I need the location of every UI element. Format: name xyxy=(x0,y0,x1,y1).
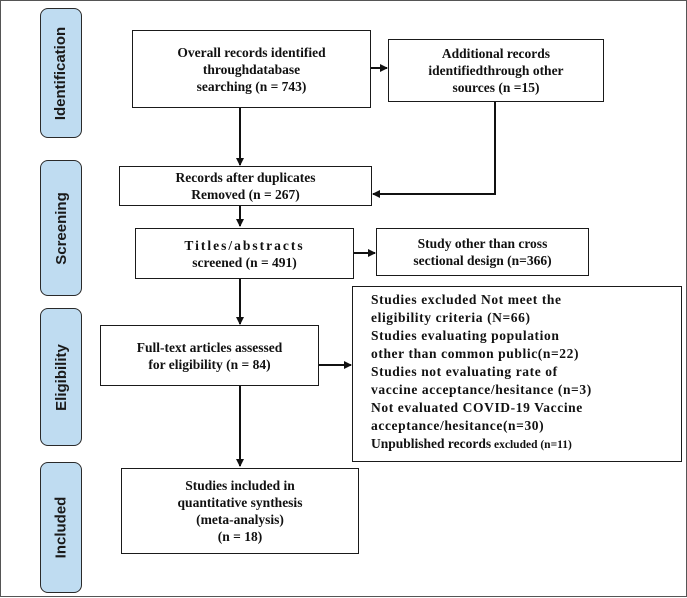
additional-records-box: Additional records identifiedthrough oth… xyxy=(388,39,604,102)
stage-included-label: Included xyxy=(52,496,70,559)
box-line: Titles/abstracts xyxy=(184,237,305,253)
box-line: identifiedthrough other xyxy=(428,63,564,78)
exclusion-line: Studies not evaluating rate of xyxy=(371,364,558,379)
exclusion-last-tail: excluded (n=11) xyxy=(491,439,572,451)
box-line: (meta-analysis) xyxy=(196,512,284,527)
stage-eligibility-label: Eligibility xyxy=(52,343,70,411)
exclusion-line: other than common public(n=22) xyxy=(371,346,580,361)
box-line: searching (n = 743) xyxy=(196,78,307,94)
study-other-design-box: Study other than cross sectional design … xyxy=(376,228,589,276)
exclusion-line: eligibility criteria (N=66) xyxy=(371,310,531,325)
box-line: (n = 18) xyxy=(217,529,263,544)
stage-identification-label: Identification xyxy=(52,26,70,120)
box-line: screened (n = 491) xyxy=(192,254,297,270)
box-line: Study other than cross xyxy=(417,236,548,251)
box-line: for eligibility (n = 84) xyxy=(148,356,271,372)
stage-screening-label: Screening xyxy=(52,191,70,265)
arrow-additional-to-duplicates xyxy=(372,102,496,198)
box-line: Overall records identified xyxy=(177,44,326,60)
database-records-box: Overall records identified throughdataba… xyxy=(132,30,371,108)
exclusion-line: Studies evaluating population xyxy=(371,328,560,343)
stage-identification: Identification xyxy=(40,8,82,138)
exclusion-line-unpublished: Unpublished records excluded (n=11) xyxy=(371,435,673,454)
box-line: Records after duplicates xyxy=(175,170,316,185)
exclusion-line: acceptance/hesitance(n=30) xyxy=(371,418,545,433)
stage-included: Included xyxy=(40,462,82,593)
exclusion-line: Studies excluded Not meet the xyxy=(371,292,562,307)
duplicates-removed-box: Records after duplicates Removed (n = 26… xyxy=(119,166,372,206)
exclusion-line: vaccine acceptance/hesitance (n=3) xyxy=(371,382,592,397)
box-line: sources (n =15) xyxy=(452,80,540,95)
box-line: quantitative synthesis xyxy=(177,495,303,510)
studies-included-box: Studies included in quantitative synthes… xyxy=(121,468,359,554)
stage-screening: Screening xyxy=(40,160,82,296)
titles-screened-box: Titles/abstracts screened (n = 491) xyxy=(135,228,354,279)
box-line: Full-text articles assessed xyxy=(136,339,283,355)
stage-eligibility: Eligibility xyxy=(40,308,82,446)
box-line: sectional design (n=366) xyxy=(413,253,552,268)
exclusion-last-main: Unpublished records xyxy=(371,436,492,451)
box-line: throughdatabase xyxy=(202,61,301,77)
box-line: Removed (n = 267) xyxy=(191,187,300,202)
box-line: Additional records xyxy=(441,46,551,61)
fulltext-assessed-box: Full-text articles assessed for eligibil… xyxy=(100,325,319,386)
box-line: Studies included in xyxy=(185,478,295,493)
exclusion-line: Not evaluated COVID-19 Vaccine xyxy=(371,400,583,415)
exclusions-box: Studies excluded Not meet the eligibilit… xyxy=(352,286,682,462)
